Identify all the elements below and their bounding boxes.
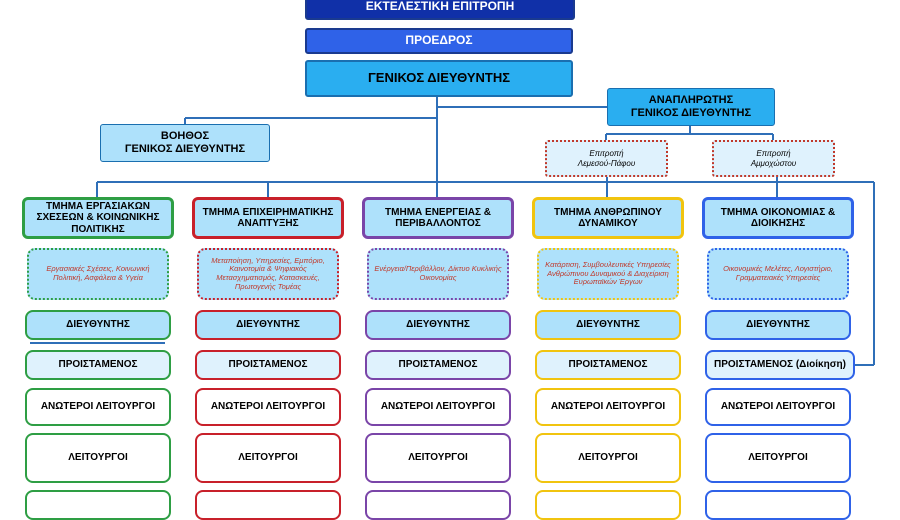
- head-box: ΠΡΟΙΣΤΑΜΕΝΟΣ: [25, 350, 171, 380]
- bottom-box: [705, 490, 851, 520]
- director-box: ΔΙΕΥΘΥΝΤΗΣ: [365, 310, 511, 340]
- senior-officers-box: ΑΝΩΤΕΡΟΙ ΛΕΙΤΟΥΡΓΟΙ: [195, 388, 341, 426]
- president-label: ΠΡΟΕΔΡΟΣ: [405, 33, 473, 48]
- head-administration-box: ΠΡΟΙΣΤΑΜΕΝΟΣ (Διοίκηση): [705, 350, 855, 380]
- deputy-label-line1: ΑΝΑΠΛΗΡΩΤΗΣ: [648, 94, 734, 107]
- director-label: ΔΙΕΥΘΥΝΤΗΣ: [576, 319, 640, 331]
- department-description: Οικονομικές Μελέτες, Λογιστήριο, Γραμματ…: [707, 248, 849, 300]
- committee-limassol-paphos: Επιτροπή Λεμεσού-Πάφου: [545, 140, 668, 177]
- committee-famagusta: Επιτροπή Αμμοχώστου: [712, 140, 835, 177]
- department-description: Ενέργεια/Περιβάλλον, Δίκτυο Κυκλικής Οικ…: [367, 248, 509, 300]
- department-description: Μεταποίηση, Υπηρεσίες, Εμπόριο, Καινοτομ…: [197, 248, 339, 300]
- president-box: ΠΡΟΕΔΡΟΣ: [305, 28, 573, 54]
- senior-officers-label: ΑΝΩΤΕΡΟΙ ΛΕΙΤΟΥΡΓΟΙ: [40, 401, 156, 413]
- department-title-human-resources: ΤΜΗΜΑ ΑΝΘΡΩΠΙΝΟΥ ΔΥΝΑΜΙΚΟΥ: [532, 197, 684, 239]
- department-title-energy: ΤΜΗΜΑ ΕΝΕΡΓΕΙΑΣ & ΠΕΡΙΒΑΛΛΟΝΤΟΣ: [362, 197, 514, 239]
- officers-label: ΛΕΙΤΟΥΡΓΟΙ: [748, 452, 808, 464]
- director-box: ΔΙΕΥΘΥΝΤΗΣ: [195, 310, 341, 340]
- department-description: Κατάρτιση, Συμβουλευτικές Υπηρεσίες Ανθρ…: [537, 248, 679, 300]
- director-box: ΔΙΕΥΘΥΝΤΗΣ: [25, 310, 171, 340]
- director-label: ΔΙΕΥΘΥΝΤΗΣ: [746, 319, 810, 331]
- general-director-box: ΓΕΝΙΚΟΣ ΔΙΕΥΘΥΝΤΗΣ: [305, 60, 573, 97]
- committee-label-line2: Αμμοχώστου: [750, 158, 797, 168]
- department-title-text: ΤΜΗΜΑ ΕΝΕΡΓΕΙΑΣ & ΠΕΡΙΒΑΛΛΟΝΤΟΣ: [385, 206, 491, 230]
- head-label: ΠΡΟΙΣΤΑΜΕΝΟΣ: [568, 359, 648, 371]
- department-description-text: Ενέργεια/Περιβάλλον, Δίκτυο Κυκλικής Οικ…: [374, 264, 502, 282]
- officers-label: ΛΕΙΤΟΥΡΓΟΙ: [578, 452, 638, 464]
- committee-label-line2: Λεμεσού-Πάφου: [577, 158, 636, 168]
- officers-box: ΛΕΙΤΟΥΡΓΟΙ: [25, 433, 171, 483]
- head-label: ΠΡΟΙΣΤΑΜΕΝΟΣ: [58, 359, 138, 371]
- department-title-economy: ΤΜΗΜΑ ΟΙΚΟΝΟΜΙΑΣ & ΔΙΟΙΚΗΣΗΣ: [702, 197, 854, 239]
- director-label: ΔΙΕΥΘΥΝΤΗΣ: [236, 319, 300, 331]
- director-box: ΔΙΕΥΘΥΝΤΗΣ: [535, 310, 681, 340]
- senior-officers-box: ΑΝΩΤΕΡΟΙ ΛΕΙΤΟΥΡΓΟΙ: [365, 388, 511, 426]
- department-description-text: Εργασιακές Σχέσεις, Κοινωνική Πολιτική, …: [46, 264, 150, 282]
- department-title-text: ΤΜΗΜΑ ΕΠΙΧΕΙΡΗΜΑΤΙΚΗΣ ΑΝΑΠΤΥΞΗΣ: [202, 206, 334, 230]
- officers-box: ΛΕΙΤΟΥΡΓΟΙ: [365, 433, 511, 483]
- department-title-text: ΤΜΗΜΑ ΑΝΘΡΩΠΙΝΟΥ ΔΥΝΑΜΙΚΟΥ: [554, 206, 662, 230]
- department-title-business: ΤΜΗΜΑ ΕΠΙΧΕΙΡΗΜΑΤΙΚΗΣ ΑΝΑΠΤΥΞΗΣ: [192, 197, 344, 239]
- connector-lines: [30, 97, 875, 366]
- senior-officers-label: ΑΝΩΤΕΡΟΙ ΛΕΙΤΟΥΡΓΟΙ: [550, 401, 666, 413]
- bottom-box: [365, 490, 511, 520]
- bottom-box: [195, 490, 341, 520]
- senior-officers-box: ΑΝΩΤΕΡΟΙ ΛΕΙΤΟΥΡΓΟΙ: [25, 388, 171, 426]
- senior-officers-label: ΑΝΩΤΕΡΟΙ ΛΕΙΤΟΥΡΓΟΙ: [380, 401, 496, 413]
- department-description-text: Μεταποίηση, Υπηρεσίες, Εμπόριο, Καινοτομ…: [211, 255, 325, 291]
- bottom-box: [535, 490, 681, 520]
- head-label: ΠΡΟΙΣΤΑΜΕΝΟΣ (Διοίκηση): [714, 359, 846, 371]
- director-box: ΔΙΕΥΘΥΝΤΗΣ: [705, 310, 851, 340]
- committee-label-line1: Επιτροπή: [756, 149, 791, 159]
- officers-label: ΛΕΙΤΟΥΡΓΟΙ: [68, 452, 128, 464]
- officers-box: ΛΕΙΤΟΥΡΓΟΙ: [195, 433, 341, 483]
- department-description-text: Κατάρτιση, Συμβουλευτικές Υπηρεσίες Ανθρ…: [545, 260, 671, 287]
- head-box: ΠΡΟΙΣΤΑΜΕΝΟΣ: [365, 350, 511, 380]
- assistant-label-line1: ΒΟΗΘΟΣ: [160, 130, 210, 143]
- executive-committee-label: ΕΚΤΕΛΕΣΤΙΚΗ ΕΠΙΤΡΟΠΗ: [365, 0, 515, 14]
- department-title-labour: ΤΜΗΜΑ ΕΡΓΑΣΙΑΚΩΝ ΣΧΕΣΕΩΝ & ΚΟΙΝΩΝΙΚΗΣ ΠΟ…: [22, 197, 174, 239]
- officers-box: ΛΕΙΤΟΥΡΓΟΙ: [535, 433, 681, 483]
- senior-officers-label: ΑΝΩΤΕΡΟΙ ΛΕΙΤΟΥΡΓΟΙ: [720, 401, 836, 413]
- officers-label: ΛΕΙΤΟΥΡΓΟΙ: [408, 452, 468, 464]
- department-title-text: ΤΜΗΜΑ ΟΙΚΟΝΟΜΙΑΣ & ΔΙΟΙΚΗΣΗΣ: [720, 206, 836, 230]
- head-label: ΠΡΟΙΣΤΑΜΕΝΟΣ: [228, 359, 308, 371]
- general-director-label: ΓΕΝΙΚΟΣ ΔΙΕΥΘΥΝΤΗΣ: [367, 70, 511, 86]
- executive-committee-box: ΕΚΤΕΛΕΣΤΙΚΗ ΕΠΙΤΡΟΠΗ: [305, 0, 575, 20]
- assistant-general-director-box: ΒΟΗΘΟΣ ΓΕΝΙΚΟΣ ΔΙΕΥΘΥΝΤΗΣ: [100, 124, 270, 162]
- assistant-label-line2: ΓΕΝΙΚΟΣ ΔΙΕΥΘΥΝΤΗΣ: [124, 143, 246, 155]
- head-label: ΠΡΟΙΣΤΑΜΕΝΟΣ: [398, 359, 478, 371]
- director-label: ΔΙΕΥΘΥΝΤΗΣ: [66, 319, 130, 331]
- officers-box: ΛΕΙΤΟΥΡΓΟΙ: [705, 433, 851, 483]
- committee-label-line1: Επιτροπή: [589, 149, 624, 159]
- senior-officers-label: ΑΝΩΤΕΡΟΙ ΛΕΙΤΟΥΡΓΟΙ: [210, 401, 326, 413]
- director-label: ΔΙΕΥΘΥΝΤΗΣ: [406, 319, 470, 331]
- deputy-label-line2: ΓΕΝΙΚΟΣ ΔΙΕΥΘΥΝΤΗΣ: [630, 107, 752, 119]
- head-box: ΠΡΟΙΣΤΑΜΕΝΟΣ: [535, 350, 681, 380]
- senior-officers-box: ΑΝΩΤΕΡΟΙ ΛΕΙΤΟΥΡΓΟΙ: [705, 388, 851, 426]
- senior-officers-box: ΑΝΩΤΕΡΟΙ ΛΕΙΤΟΥΡΓΟΙ: [535, 388, 681, 426]
- department-title-text: ΤΜΗΜΑ ΕΡΓΑΣΙΑΚΩΝ ΣΧΕΣΕΩΝ & ΚΟΙΝΩΝΙΚΗΣ ΠΟ…: [36, 200, 160, 235]
- department-description-text: Οικονομικές Μελέτες, Λογιστήριο, Γραμματ…: [723, 264, 833, 282]
- head-box: ΠΡΟΙΣΤΑΜΕΝΟΣ: [195, 350, 341, 380]
- bottom-box: [25, 490, 171, 520]
- department-description: Εργασιακές Σχέσεις, Κοινωνική Πολιτική, …: [27, 248, 169, 300]
- officers-label: ΛΕΙΤΟΥΡΓΟΙ: [238, 452, 298, 464]
- deputy-general-director-box: ΑΝΑΠΛΗΡΩΤΗΣ ΓΕΝΙΚΟΣ ΔΙΕΥΘΥΝΤΗΣ: [607, 88, 775, 126]
